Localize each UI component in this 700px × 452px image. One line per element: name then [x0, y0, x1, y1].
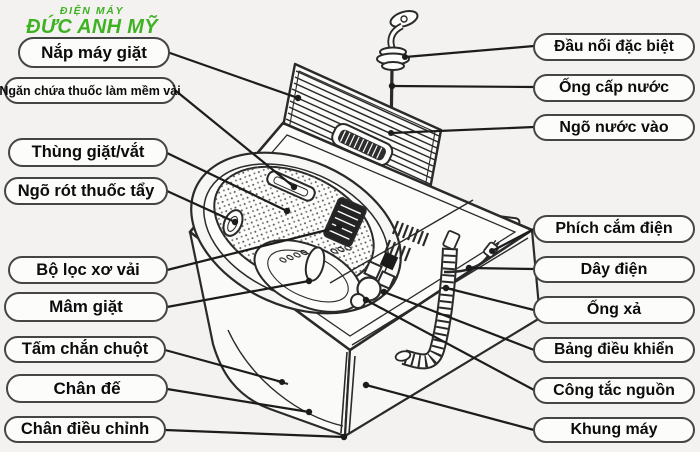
line-ngan-chua-thuoc — [174, 89, 296, 189]
label-dau-noi-dac-biet: Đầu nối đặc biệt — [533, 33, 695, 61]
line-bo-loc-xo-vai — [165, 225, 341, 272]
label-tam-chan-chuot: Tấm chắn chuột — [4, 336, 166, 363]
label-text: Công tắc nguồn — [553, 381, 675, 399]
label-text: Đầu nối đặc biệt — [554, 38, 674, 55]
label-text: Tấm chắn chuột — [21, 340, 149, 358]
label-ngo-nuoc-vao: Ngõ nước vào — [533, 114, 695, 141]
line-ong-xa — [444, 286, 536, 312]
label-text: Ngõ nước vào — [559, 118, 669, 136]
label-ngan-chua-thuoc-lam-mem-vai: Ngăn chứa thuốc làm mềm vải — [0, 77, 181, 104]
connector-lines — [163, 44, 536, 439]
label-day-dien: Dây điện — [533, 256, 695, 283]
label-ong-cap-nuoc: Ống cấp nước — [533, 74, 695, 102]
machine-lid — [280, 62, 443, 231]
line-nap-may-giat — [168, 51, 300, 100]
line-chan-dieu-chinh — [163, 428, 346, 439]
label-text: Nắp máy giặt — [41, 42, 147, 62]
connector-dots — [231, 54, 495, 441]
label-text: Thùng giặt/vắt — [31, 143, 145, 161]
line-bang-dieu-khien — [382, 290, 536, 352]
label-chan-de: Chân đế — [6, 374, 168, 403]
panel-buttons — [350, 251, 399, 309]
control-panel — [329, 199, 529, 346]
panel-vents — [383, 220, 430, 262]
line-dau-noi-dac-biet — [403, 44, 536, 59]
label-khung-may: Khung máy — [533, 417, 695, 443]
label-chan-dieu-chinh: Chân điều chỉnh — [4, 416, 166, 443]
label-text: Khung máy — [570, 421, 658, 438]
line-ong-cap-nuoc — [390, 84, 536, 89]
label-text: Chân điều chỉnh — [20, 420, 150, 438]
label-phich-cam-dien: Phích cắm điện — [533, 215, 695, 243]
label-text: Phích cắm điện — [555, 220, 673, 237]
label-text: Dây điện — [580, 260, 648, 278]
line-ngo-rot-thuoc-tay — [165, 189, 237, 224]
label-ong-xa: Ống xả — [533, 296, 695, 324]
line-day-dien — [467, 266, 536, 271]
brand-name: ĐỨC ANH MỸ — [26, 16, 158, 39]
label-text: Ống xả — [586, 301, 642, 318]
label-bo-loc-xo-vai: Bộ lọc xơ vải — [8, 256, 168, 284]
label-text: Chân đế — [53, 378, 121, 398]
label-cong-tac-nguon: Công tắc nguồn — [533, 377, 695, 404]
line-khung-may — [364, 383, 536, 432]
lint-filter — [323, 197, 367, 247]
brand-top-line: ĐIỆN MÁY — [59, 5, 125, 17]
brand-logo: ĐIỆN MÁY ĐỨC ANH MỸ — [26, 5, 158, 39]
line-cong-tac-nguon — [364, 298, 536, 392]
line-mam-giat — [165, 279, 311, 309]
label-mam-giat: Mâm giặt — [4, 292, 168, 322]
label-text: Ngõ rót thuốc tẩy — [17, 181, 155, 200]
drain-hose — [394, 230, 461, 370]
line-thung-giat-vat — [165, 151, 289, 213]
line-tam-chan-chuot — [163, 348, 284, 384]
label-text: Ống cấp nước — [558, 79, 670, 96]
label-text: Bộ lọc xơ vải — [36, 260, 140, 279]
line-chan-de — [165, 387, 311, 414]
label-nap-may-giat: Nắp máy giặt — [18, 37, 170, 68]
label-ngo-rot-thuoc-tay: Ngõ rót thuốc tẩy — [4, 177, 168, 205]
line-ngo-nuoc-vao — [389, 125, 536, 135]
label-text: Ngăn chứa thuốc làm mềm vải — [0, 83, 181, 98]
label-text: Mâm giặt — [49, 297, 123, 316]
label-bang-dieu-khien: Bảng điều khiển — [533, 337, 695, 363]
left-face — [188, 230, 352, 438]
label-text: Bảng điều khiển — [554, 341, 674, 358]
line-phich-cam-dien — [490, 227, 536, 253]
wash-tub — [190, 151, 402, 315]
label-thung-giat-vat: Thùng giặt/vắt — [8, 138, 168, 167]
power-switch — [350, 293, 366, 309]
